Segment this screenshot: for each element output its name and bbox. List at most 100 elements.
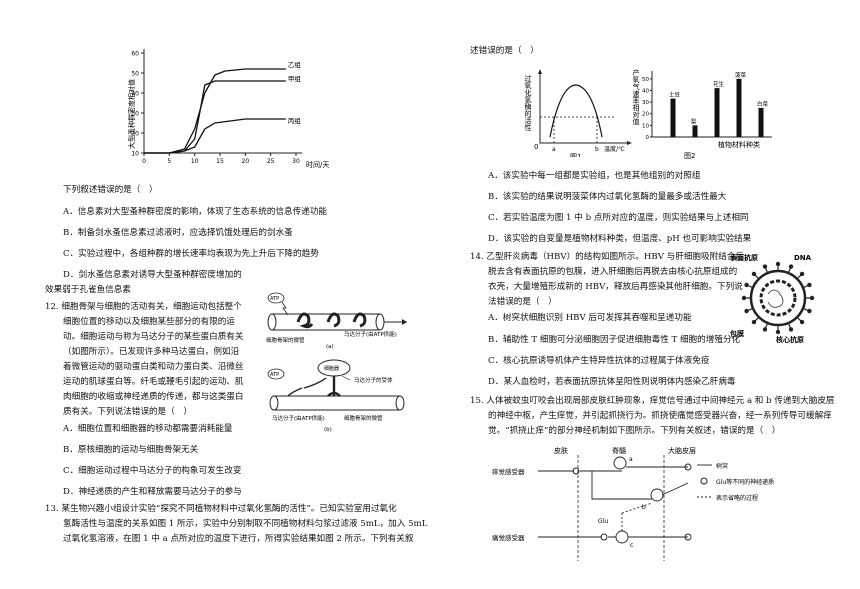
envelope-label: 包膜 [730,329,744,338]
q14-line: 法错误的是（ ） [488,297,557,307]
series-line-2 [144,118,286,154]
q14-option-a[interactable]: A．树突状细胞识别 HBV 后可发挥其吞噬和呈递功能 [488,313,692,323]
q12-option-a[interactable]: A．细胞位置和细胞器的移动都需要消耗能量 [63,424,233,434]
q11-stem: 下列叙述错误的是（ ） [63,185,158,195]
spike-tip [788,327,794,332]
legend-omitted: 表示省略的过程 [716,494,758,502]
microtubule-label-a: 细胞骨架的微管 [266,336,305,344]
q12-line: 质有关。下列说法错误的是（ ） [63,407,192,417]
spike-tip [775,329,781,335]
spike-tip [744,282,749,288]
spike-tip [799,319,805,325]
q14-option-c[interactable]: C．核心抗原诱导机体产生特异性抗体的过程属于体液免疫 [488,356,710,366]
fig2-caption: 图2 [684,152,695,160]
bar [736,78,742,137]
q14-option-d[interactable]: D．某人血检时，若表面抗原抗体呈阳性则说明体内感染乙肝病毒 [488,377,736,387]
motor-label-a: 马达分子(由ATP供能) [344,330,397,338]
q11-option-c[interactable]: C．实验过程中，各组种群的增长速率均表现为先上升后下降的趋势 [63,249,319,259]
x-tick-label: 25 [267,158,275,165]
fig-b-tag: (b) [324,427,332,433]
spike-tip [741,295,747,301]
core-antigen-label: 核心抗原 [776,335,804,344]
q13-option-c[interactable]: C．若实验温度为图 1 中 b 点所对应的温度，则实验结果与上述相同 [488,213,749,223]
glu-label: Glu [598,518,608,525]
spike-tip [807,308,812,314]
spike-tip [799,271,805,277]
y-tick-label: 30 [131,111,139,118]
x-tick-label: 20 [242,158,250,165]
x-tick-label: 0 [142,158,146,165]
neural-circuit [538,456,692,544]
enzyme-temperature-figure: 过氧化氢酶的活性 0 a b 温度/℃ 图1 [524,69,632,157]
spike-tip [762,264,768,269]
fig-a-tag: (a) [326,344,334,350]
pain-receptor-label: 痛觉感受器 [492,533,525,542]
series-label: 甲组 [288,74,302,83]
spike-tip [762,327,768,332]
q12-option-c[interactable]: C．细胞运动过程中马达分子的构象可发生改变 [63,466,242,476]
y-tick-label: 60 [131,51,139,58]
fig2-x-label: 植物材料种类 [718,140,760,149]
bar-label: 花生 [713,80,725,88]
x-tick-label: 15 [216,158,224,165]
neuron-b-label: b [642,504,646,511]
motor-molecules-a [296,312,367,329]
hbv-dna [767,289,784,308]
spike-tip [775,261,781,267]
x-tick-label: 30 [292,158,300,165]
q13-stem-line1: 13. 某生物兴趣小组设计实验“探究不同植物材料中过氧化氢酶的活性”。已知实验室… [45,504,397,514]
q11-option-d[interactable]: D．剑水蚤信息素对诱导大型蚤种群密度增加的 [63,270,242,280]
y-tick-label: 50 [642,77,649,83]
y-tick-label: 40 [131,91,139,98]
q12-line: 动。细胞运动与称为马达分子的某些蛋白质有关 [63,332,244,342]
spike-tip [788,264,794,269]
bar-label: 菠菜 [735,71,747,79]
q12-option-d[interactable]: D．神经递质的产生和释放需要马达分子的参与 [63,487,242,497]
bar-label: 白菜 [757,100,769,108]
atp-label-a: ATP [270,296,279,302]
spike-tip [751,319,757,325]
q12-line: 运动的肌球蛋白等。纤毛或鞭毛引起的运动、肌 [63,377,244,387]
q14-line: 衣壳，大量增殖形成新的 HBV，释放后再感染其他肝细胞。下列说 [488,282,743,292]
q12-line: （如图所示）。已发现许多种马达蛋白，例如沿 [63,347,240,357]
q14-line: 14. 乙型肝炎病毒（HBV）的结构如图所示。HBV 与肝细胞吸附结合后， [470,252,753,262]
q14-option-b[interactable]: B．辅助性 T 细胞可分泌细胞因子促进细胞毒性 T 细胞的增殖分化 [488,335,741,345]
legend: 树突 Glu等不同的神经递质 表示省略的过程 [697,462,774,502]
q13-option-d[interactable]: D．该实验的自变量是植物材料种类，但温度、pH 也可影响实验结果 [488,234,752,244]
q12-option-b[interactable]: B．原核细胞的运动与细胞骨架无关 [63,445,199,455]
y-tick-label: 10 [642,123,649,129]
series-line-0 [144,68,286,154]
enzyme-activity-curve [549,84,603,138]
bar-label: 梨 [691,117,697,125]
bar-label: 土豆 [669,91,681,99]
spike-tip [807,282,812,288]
x-tick-label: 5 [167,158,171,165]
spinal-cord-label: 脊髓 [612,446,626,455]
fig1-caption: 图1 [570,153,581,157]
bar [714,88,720,137]
q13-option-b[interactable]: B．该实验的结果说明菠菜体内过氧化氢酶的量最多或活性最大 [488,192,727,202]
q12-line: 细胞位置的移动以及细胞某些部分的有限的运 [63,317,235,327]
receptor-label: 马达分子的受体 [354,376,393,384]
fig1-y-label: 过氧化氢酶的活性 [524,74,532,132]
q11-option-b[interactable]: B．制备剑水蚤信息素过滤液时，应选择饥饿处理后的剑水蚤 [63,228,293,238]
dna-label: DNA [794,254,812,262]
hbv-structure-figure: 表面抗原 DNA 包膜 核心抗原 [730,253,815,344]
microtubule-b [269,395,405,411]
origin-label: 0 [534,143,538,151]
q11-option-a[interactable]: A．信息素对大型蚤种群密度的影响，体现了生态系统的信息传递功能 [63,207,328,217]
series-label: 丙组 [288,116,302,125]
spike-tip [744,308,749,314]
q12-line: 肉细胞的收缩或神经递质的传递，都与这类蛋白 [63,392,244,402]
q13-option-a[interactable]: A．该实验中每一组都是实验组，也是其他组别的对照组 [488,171,701,181]
q15-line: 觉。“抓挠止痒”的部分神经机制如下图所示。下列有关叙述，错误的是（ ） [488,426,781,436]
spike-tip [751,271,757,277]
atp-label-b: ATP [270,372,279,378]
fig2-y-label: 产氧气速率相对值 [632,68,640,126]
cortex-label: 大脑皮层 [668,446,696,455]
itch-receptor-label: 痒觉感受器 [492,467,525,476]
microtubule-a [267,313,385,331]
y-tick-label: 50 [131,71,139,78]
